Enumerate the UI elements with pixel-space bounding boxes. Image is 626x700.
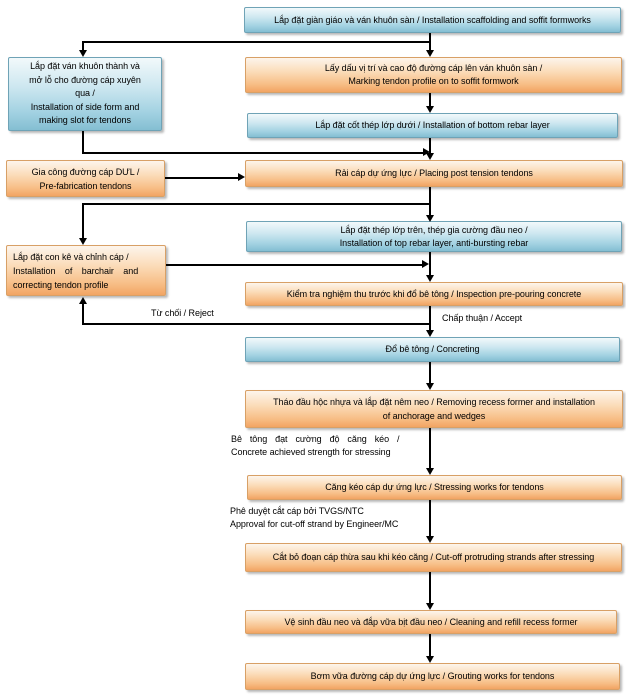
node-label-line: Vệ sinh đầu neo và đắp vữa bịt đầu neo /… [284,616,578,627]
arrowhead-down-icon [79,238,87,245]
node-label-line: Pre-fabrication tendons [39,180,132,191]
connector-line [82,203,430,205]
connector-line [82,41,430,43]
connector-line [82,203,84,238]
node-label-line: Lắp đặt ván khuôn thành và [30,61,140,72]
node-label-line: of anchorage and wedges [382,411,486,421]
node-recess-removal: Tháo đầu hộc nhựa và lắp đặt nêm neo / R… [245,390,623,428]
arrowhead-down-icon [426,50,434,57]
node-prefab: Gia công đường cáp DƯL / Pre-fabrication… [6,160,165,197]
node-marking: Lấy dấu vị trí và cao độ đường cáp lên v… [245,57,622,93]
connector-line [429,187,431,215]
arrowhead-down-icon [426,383,434,390]
connector-line [429,138,431,153]
node-label-line: making slot for tendons [39,115,131,126]
node-grouting: Bơm vữa đường cáp dự ứng lực / Grouting … [245,663,620,690]
node-stressing: Căng kéo cáp dự ứng lực / Stressing work… [247,475,622,500]
node-label-line: Marking tendon profile on to soffit form… [348,76,519,86]
edge-label-reject: Từ chối / Reject [151,308,214,318]
arrowhead-right-icon [422,260,429,268]
connector-line [429,572,431,603]
node-label-line: Tháo đầu hộc nhựa và lắp đặt nêm neo / R… [273,397,595,407]
edge-label-approval: Phê duyệt cắt cáp bởi TVGS/NTC Approval … [230,505,398,531]
node-label-line: Lắp đặt giàn giáo và ván khuôn sàn / Ins… [274,14,591,25]
node-label-line: Đổ bê tông / Concreting [385,344,480,354]
node-label-line: Lắp đặt thép lớp trên, thép gia cường đầ… [340,224,528,235]
connector-line [165,177,238,179]
arrowhead-down-icon [426,153,434,160]
node-label-line: Installation of side form and [30,101,140,112]
node-barchair: Lắp đặt con kê và chỉnh cáp / Installati… [6,245,166,296]
node-cleaning: Vệ sinh đầu neo và đắp vữa bịt đầu neo /… [245,610,617,634]
arrowhead-right-icon [238,173,245,181]
node-label-line: Rải cáp dự ứng lực / Placing post tensio… [335,168,533,178]
arrowhead-down-icon [79,50,87,57]
node-label-line: Lắp đặt cốt thép lớp dưới / Installation… [315,120,550,130]
node-label-line: Căng kéo cáp dự ứng lực / Stressing work… [325,482,544,492]
arrowhead-down-icon [426,330,434,337]
node-label-line: Bơm vữa đường cáp dự ứng lực / Grouting … [310,671,555,681]
node-label-line: Cắt bỏ đoạn cáp thừa sau khi kéo căng / … [272,552,595,562]
connector-line [82,304,84,323]
node-scaffolding: Lắp đặt giàn giáo và ván khuôn sàn / Ins… [244,7,621,33]
arrowhead-down-icon [426,656,434,663]
edge-label-strength-vi: Bê tông đạt cường độ căng kéo / [231,434,400,444]
node-label-line: Installation of barchair and [13,265,139,276]
connector-line [429,306,431,330]
edge-label-approval-en: Approval for cut-off strand by Engineer/… [230,519,399,529]
node-inspection: Kiểm tra nghiệm thu trước khi đổ bê tông… [245,282,623,306]
connector-line [429,362,431,383]
node-cutoff: Cắt bỏ đoạn cáp thừa sau khi kéo căng / … [245,543,622,572]
node-label-line: Lấy dấu vị trí và cao độ đường cáp lên v… [324,63,543,73]
arrowhead-down-icon [426,468,434,475]
node-label-line: qua / [75,88,95,99]
connector-line [82,323,430,325]
arrowhead-down-icon [426,536,434,543]
arrowhead-down-icon [426,215,434,222]
node-side-form: Lắp đặt ván khuôn thành và mở lỗ cho đườ… [8,57,162,131]
node-label-line: correcting tendon profile [13,279,109,290]
node-bottom-rebar: Lắp đặt cốt thép lớp dưới / Installation… [247,113,618,138]
node-label-line: Lắp đặt con kê và chỉnh cáp / [13,251,129,262]
arrowhead-right-icon [423,148,430,156]
arrowhead-up-icon [79,297,87,304]
node-top-rebar: Lắp đặt thép lớp trên, thép gia cường đầ… [246,221,622,252]
node-label-line: Installation of top rebar layer, anti-bu… [339,237,529,248]
connector-line [82,152,423,154]
connector-line [429,500,431,536]
connector-line [166,264,422,266]
node-label-line: Kiểm tra nghiệm thu trước khi đổ bê tông… [286,288,582,299]
node-concreting: Đổ bê tông / Concreting [245,337,620,362]
edge-label-approval-vi: Phê duyệt cắt cáp bởi TVGS/NTC [230,506,364,516]
connector-line [429,93,431,106]
connector-line [429,428,431,468]
connector-line [429,634,431,656]
node-placing: Rải cáp dự ứng lực / Placing post tensio… [245,160,623,187]
edge-label-strength: Bê tông đạt cường độ căng kéo / Concrete… [231,433,400,459]
connector-line [82,41,84,50]
connector-line [429,252,431,275]
arrowhead-down-icon [426,275,434,282]
arrowhead-down-icon [426,603,434,610]
arrowhead-down-icon [426,106,434,113]
edge-label-strength-en: Concrete achieved strength for stressing [231,447,391,457]
node-label-line: mở lỗ cho đường cáp xuyên [29,74,141,85]
edge-label-accept: Chấp thuận / Accept [442,313,523,323]
node-label-line: Gia công đường cáp DƯL / [31,166,140,177]
connector-line [82,131,84,152]
